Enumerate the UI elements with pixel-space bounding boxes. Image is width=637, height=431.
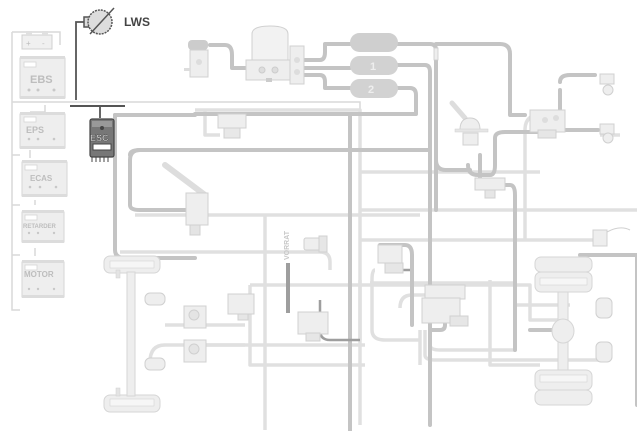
rear-axle xyxy=(534,256,593,406)
abs-valve-left-top xyxy=(183,305,207,329)
air-tank-2: 2 xyxy=(350,79,398,98)
battery-icon: + - xyxy=(21,31,53,50)
air-tank-0 xyxy=(350,33,398,52)
compressor-icon xyxy=(184,40,209,78)
brake-chamber-front-bottom xyxy=(144,357,166,371)
protection-valve-icon xyxy=(289,45,305,85)
trailer-electrical-connector xyxy=(592,227,631,247)
tank-label-2: 2 xyxy=(368,84,374,96)
vorrat-pipe-segment xyxy=(286,263,290,313)
drain-valve-icon xyxy=(433,47,439,61)
air-tank-1: 1 xyxy=(350,56,398,75)
brake-chamber-rear-top xyxy=(595,297,613,319)
lws-sensor: LWS xyxy=(75,7,150,100)
lws-label: LWS xyxy=(124,15,150,29)
rear-axle-modulator-icon xyxy=(421,284,469,327)
ecu-label-eps: EPS xyxy=(26,125,44,135)
front-axle-modulator-icon xyxy=(227,293,255,321)
vorrat-label: VORRAT xyxy=(284,230,291,260)
relay-valve-icon xyxy=(217,113,247,139)
tank-label-1: 1 xyxy=(370,61,376,73)
trailer-control-valve-icon xyxy=(529,109,566,139)
ecu-label-esc: ESC xyxy=(90,133,109,143)
ecu-eps: EPS xyxy=(19,112,66,149)
battery-minus: - xyxy=(42,39,45,48)
trailer-coupling-red xyxy=(599,73,615,96)
ecu-label-motor: MOTOR xyxy=(24,270,54,279)
relay-valve-2-icon xyxy=(474,177,506,199)
hand-brake-valve-icon xyxy=(449,100,489,146)
trailer-coupling-yellow xyxy=(599,123,615,144)
ecu-label-ecas: ECAS xyxy=(30,174,53,183)
battery-plus: + xyxy=(26,39,31,48)
ecu-label-retarder: RETARDER xyxy=(23,224,57,230)
pipes-dark xyxy=(318,268,410,342)
ecu-ebs: EBS xyxy=(19,56,66,99)
foot-brake-valve-icon xyxy=(162,162,209,236)
abs-valve-left-bottom xyxy=(183,339,207,363)
pipes-light xyxy=(120,108,637,430)
ecu-motor: MOTOR xyxy=(21,260,65,298)
front-axle xyxy=(103,255,161,413)
ecu-retarder: RETARDER xyxy=(21,210,65,243)
brake-chamber-front-top xyxy=(144,292,166,306)
ecu-ecas: ECAS xyxy=(21,160,68,197)
ecu-label-ebs: EBS xyxy=(30,74,53,86)
solenoid-valve-icon xyxy=(377,244,404,274)
load-valve-icon xyxy=(303,235,328,253)
brake-chamber-rear-bottom xyxy=(595,341,613,363)
ecu-esc: ESC xyxy=(89,118,115,162)
trailer-brake-valve-icon xyxy=(297,311,329,342)
air-dryer-icon xyxy=(245,25,299,82)
